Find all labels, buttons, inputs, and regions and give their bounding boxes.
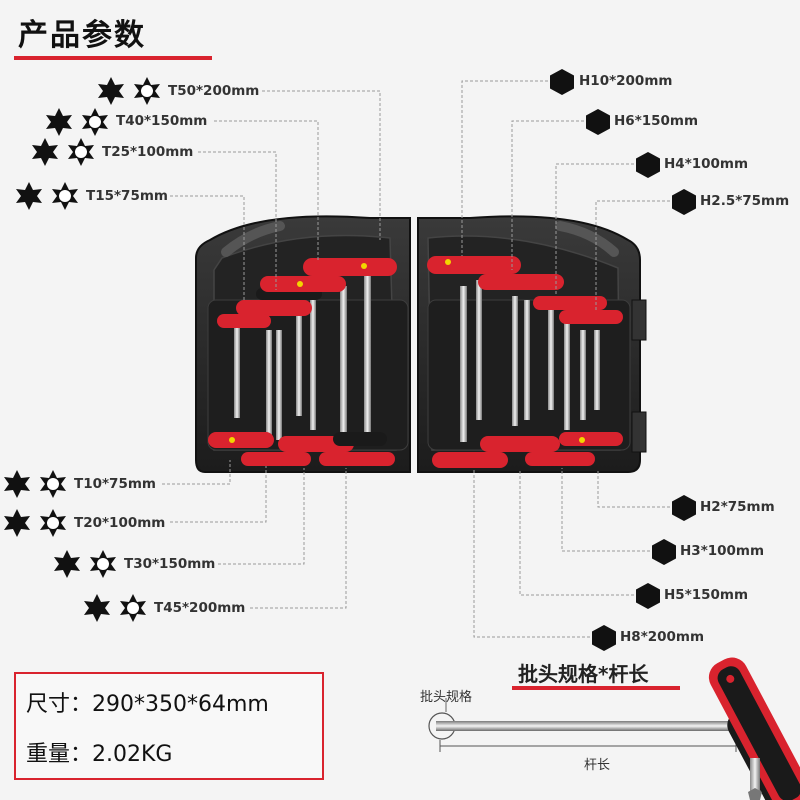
shaft-label: 杆长 bbox=[584, 758, 611, 773]
torx-bit-icon bbox=[4, 470, 66, 498]
torx-label: T50*200mm bbox=[168, 83, 260, 99]
hex-label: H2*75mm bbox=[700, 499, 775, 515]
hex-label: H10*200mm bbox=[579, 73, 673, 89]
torx-icon-pair bbox=[2, 508, 70, 542]
hex-label: H2.5*75mm bbox=[700, 193, 790, 209]
torx-bit-icon bbox=[46, 108, 108, 136]
torx-label: T25*100mm bbox=[102, 144, 194, 160]
torx-label: T20*100mm bbox=[74, 515, 166, 531]
torx-icon-pair bbox=[44, 107, 112, 141]
page-title: 产品参数 bbox=[18, 18, 146, 53]
hex-bit-icon bbox=[636, 152, 660, 178]
torx-bit-icon bbox=[84, 594, 146, 622]
short-shaft bbox=[750, 758, 760, 796]
hex-label: H4*100mm bbox=[664, 156, 749, 172]
t-handle bbox=[708, 657, 800, 800]
hex-bit-icon bbox=[586, 109, 610, 135]
diagram-title: 批头规格*杆长 bbox=[518, 662, 649, 686]
diagram-title-underline bbox=[512, 686, 680, 690]
hex-label: H3*100mm bbox=[680, 543, 765, 559]
torx-bit-icon bbox=[4, 509, 66, 537]
leader-lines bbox=[162, 80, 670, 638]
torx-icon-pair bbox=[30, 137, 98, 171]
hex-bit-icon bbox=[672, 189, 696, 215]
hex-bit-icon bbox=[592, 625, 616, 651]
spec-box bbox=[14, 672, 324, 780]
hex-bit-icon bbox=[672, 495, 696, 521]
tip-label: 批头规格 bbox=[420, 690, 473, 705]
hex-label: H6*150mm bbox=[614, 113, 699, 129]
weight-spec: 重量：2.02KG bbox=[26, 742, 173, 767]
title-underline bbox=[14, 56, 212, 60]
hex-bit-icon bbox=[652, 539, 676, 565]
hex-bit-icon bbox=[636, 583, 660, 609]
torx-label: T10*75mm bbox=[74, 476, 156, 492]
torx-label: T45*200mm bbox=[154, 600, 246, 616]
torx-icon-pair bbox=[2, 469, 70, 503]
torx-icon-pair bbox=[14, 181, 82, 215]
torx-label: T15*75mm bbox=[86, 188, 168, 204]
t-handle-diagram bbox=[428, 657, 800, 800]
hex-label: H5*150mm bbox=[664, 587, 749, 603]
torx-bit-icon bbox=[16, 182, 78, 210]
torx-icon-pair bbox=[96, 76, 164, 110]
size-spec: 尺寸：290*350*64mm bbox=[26, 692, 269, 717]
torx-icon-pair bbox=[52, 549, 120, 583]
shaft bbox=[436, 721, 736, 731]
hex-keys bbox=[427, 256, 623, 468]
torx-label: T40*150mm bbox=[116, 113, 208, 129]
torx-bit-icon bbox=[54, 550, 116, 578]
hex-label: H8*200mm bbox=[620, 629, 705, 645]
torx-bit-icon bbox=[32, 138, 94, 166]
torx-label: T30*150mm bbox=[124, 556, 216, 572]
torx-keys bbox=[208, 258, 397, 466]
hex-bit-icon bbox=[550, 69, 574, 95]
torx-icon-pair bbox=[82, 593, 150, 627]
torx-bit-icon bbox=[98, 77, 160, 105]
